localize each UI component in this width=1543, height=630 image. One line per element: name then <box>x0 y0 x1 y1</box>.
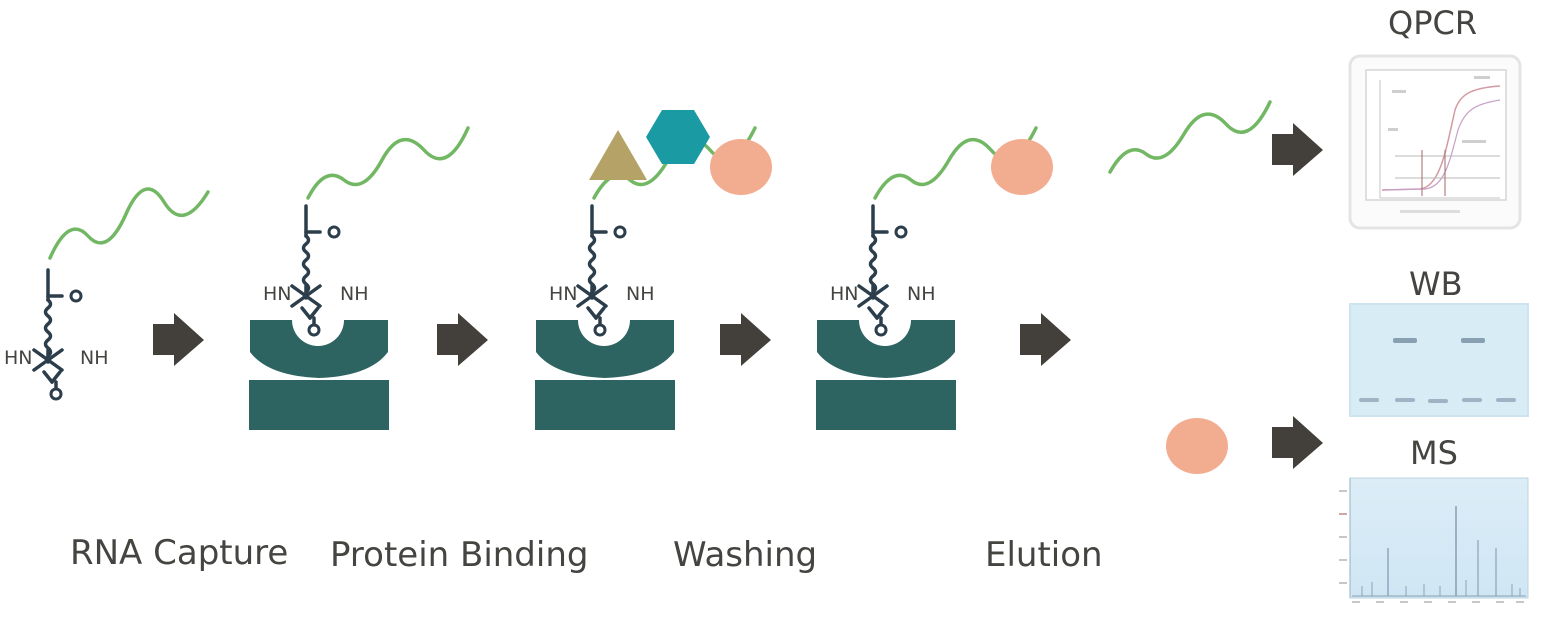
biotin-hn-label: HN <box>263 283 292 305</box>
protein-triangle <box>589 130 647 180</box>
qpcr-amplification-plot <box>1348 54 1522 230</box>
arrow-2 <box>437 313 488 366</box>
biotin-hn-label: HN <box>4 347 33 369</box>
step-label-elution: Elution <box>985 535 1103 575</box>
biotin-nh-label: NH <box>626 283 655 305</box>
biotin-nh-label: NH <box>80 347 109 369</box>
arrow-to-qpcr <box>1272 123 1323 176</box>
streptavidin-bead <box>535 320 675 430</box>
step-label-protein-binding: Protein Binding <box>330 535 588 575</box>
step-label-rna-capture: RNA Capture <box>70 533 288 573</box>
protein-hexagon <box>646 110 710 164</box>
biotin-nh-label: NH <box>340 283 369 305</box>
step-elution: HN NH <box>816 126 1053 430</box>
rna-strand <box>48 187 210 260</box>
step-washing: HN NH <box>535 110 772 430</box>
step-protein-binding: HN NH <box>249 126 470 430</box>
protein-circle <box>710 139 772 195</box>
arrow-4 <box>1020 313 1071 366</box>
mass-spectrum <box>1336 474 1530 608</box>
biotin-nh-label: NH <box>907 283 936 305</box>
eluted-rna-strand <box>1108 100 1272 174</box>
biotin-linker <box>290 204 341 337</box>
arrow-to-ms <box>1272 416 1323 469</box>
biotin-linker <box>857 204 908 337</box>
step-label-washing: Washing <box>673 535 817 575</box>
biotin-linker <box>32 268 83 401</box>
western-blot-gel <box>1349 303 1529 417</box>
streptavidin-bead <box>249 320 389 430</box>
rna-strand <box>306 126 470 200</box>
output-label-wb: WB <box>1409 265 1463 303</box>
biotin-hn-label: HN <box>830 283 859 305</box>
eluted-protein-circle <box>1166 418 1228 474</box>
biotin-hn-label: HN <box>549 283 578 305</box>
arrow-1 <box>153 313 204 366</box>
output-label-ms: MS <box>1410 434 1458 472</box>
output-label-qpcr: QPCR <box>1388 4 1477 42</box>
protein-circle <box>991 139 1053 195</box>
biotin-linker <box>576 204 627 337</box>
step-rna-capture: HN NH <box>4 187 210 401</box>
arrow-3 <box>720 313 771 366</box>
streptavidin-bead <box>816 320 956 430</box>
